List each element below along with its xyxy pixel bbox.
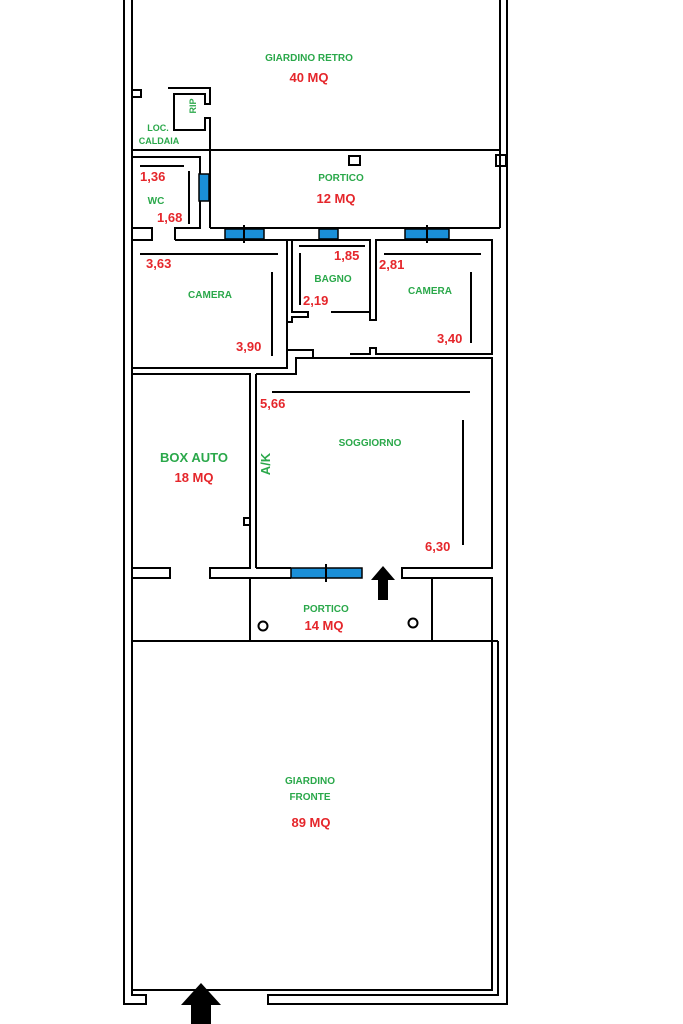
kitchen-label: A/K	[258, 452, 273, 475]
giardino-retro-area: 40 MQ	[289, 70, 328, 85]
window-bagno	[318, 228, 339, 240]
bagno-dim-1: 1,85	[334, 248, 359, 263]
bagno-dim-2: 2,19	[303, 293, 328, 308]
loc-caldaia-label-2: CALDAIA	[139, 136, 180, 146]
giardino-fronte-label-1: GIARDINO	[285, 776, 335, 787]
center-walls	[131, 357, 498, 991]
giardino-fronte-label-2: FRONTE	[289, 792, 330, 803]
bagno-label: BAGNO	[314, 274, 351, 285]
giardino-retro-label: GIARDINO RETRO	[265, 53, 353, 64]
soggiorno-dim-2: 6,30	[425, 539, 450, 554]
loc-caldaia-label-1: LOC.	[147, 123, 169, 133]
loc-caldaia-walls	[132, 87, 507, 228]
wc-dim-2: 1,68	[157, 210, 182, 225]
window-wc	[198, 173, 210, 202]
rip-label: RIP	[188, 98, 198, 113]
camera-right-label: CAMERA	[408, 286, 452, 297]
portico-retro-label: PORTICO	[318, 173, 364, 184]
soggiorno-label: SOGGIORNO	[339, 438, 402, 449]
giardino-fronte-area: 89 MQ	[291, 815, 330, 830]
gate-arrow-icon	[181, 983, 221, 1024]
portico-fronte-area: 14 MQ	[304, 618, 343, 633]
portico-retro-area: 12 MQ	[316, 191, 355, 206]
camera-left-dim-2: 3,90	[236, 339, 261, 354]
box-auto-area: 18 MQ	[174, 470, 213, 485]
box-auto-label: BOX AUTO	[160, 450, 228, 465]
entrance-arrow-icon	[371, 566, 395, 600]
camera-right-dim-2: 3,40	[437, 331, 462, 346]
corridor-walls	[132, 225, 500, 369]
wc-label: WC	[148, 196, 165, 207]
portico-fronte-label: PORTICO	[303, 604, 349, 615]
camera-left-label: CAMERA	[188, 290, 232, 301]
soggiorno-dim-1: 5,66	[260, 396, 285, 411]
column-icon	[257, 620, 269, 632]
column-icon	[407, 617, 419, 629]
camera-right-dim-1: 2,81	[379, 257, 404, 272]
wc-walls	[132, 150, 211, 241]
camera-left-dim-1: 3,63	[146, 256, 171, 271]
wc-dim-1: 1,36	[140, 169, 165, 184]
